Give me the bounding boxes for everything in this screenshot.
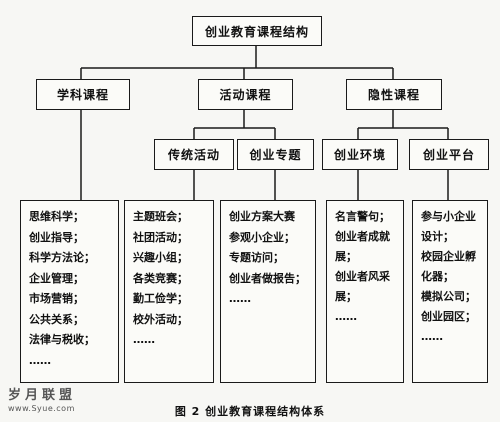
list-item: 参观小企业；	[229, 230, 295, 244]
list-item: 创业方案大赛	[229, 210, 295, 223]
watermark-text: 岁月联盟	[8, 388, 77, 403]
list-item: 公共关系；	[29, 312, 84, 326]
list-item: ……	[29, 353, 51, 367]
watermark: 岁月联盟 www.Syue.com	[8, 384, 98, 413]
node-hidden-courses: 隐性课程	[346, 79, 442, 110]
list-item: ……	[229, 292, 251, 305]
node-activity-label: 活动课程	[219, 88, 272, 102]
list-item: 主题班会；	[133, 210, 188, 223]
list-item: 各类竞赛；	[133, 271, 188, 285]
node-traditional-label: 传统活动	[167, 148, 220, 162]
node-topic-label: 创业专题	[249, 148, 302, 162]
node-hidden-label: 隐性课程	[367, 88, 420, 102]
list-item: 参与小企业设计；	[421, 210, 476, 243]
list-item: 企业管理；	[29, 271, 84, 285]
list-item: 创业指导；	[29, 230, 84, 244]
list-item: 社团活动；	[133, 230, 188, 244]
list-item: 创业者成就展；	[335, 230, 390, 263]
figure-caption: 图 2 创业教育课程结构体系	[174, 405, 326, 418]
node-entrepreneurship-topics: 创业专题	[237, 139, 314, 170]
list-item: 模拟公司；	[421, 290, 476, 303]
list-item: 创业园区；	[421, 310, 476, 323]
list-item: 专题访问；	[229, 251, 284, 264]
node-activity-courses: 活动课程	[198, 79, 293, 110]
list-traditional-activities: 主题班会； 社团活动； 兴趣小组； 各类竞赛； 勤工俭学； 校外活动； ……	[124, 200, 214, 383]
node-subject-label: 学科课程	[56, 88, 109, 102]
list-item: 创业者风采展；	[335, 270, 390, 303]
list-item: 校外活动；	[133, 312, 188, 326]
node-entrepreneurship-environment: 创业环境	[322, 139, 398, 170]
list-item: 思维科学；	[29, 210, 84, 223]
list-subject-courses: 思维科学； 创业指导； 科学方法论； 企业管理； 市场营销； 公共关系； 法律与…	[20, 200, 119, 383]
list-item: ……	[421, 330, 443, 343]
list-entrepreneurship-environment: 名言警句； 创业者成就展； 创业者风采展； ……	[326, 200, 404, 383]
root-title: 创业教育课程结构	[204, 24, 309, 39]
list-item: 创业者做报告；	[229, 271, 306, 285]
root-node: 创业教育课程结构	[192, 16, 322, 46]
list-item: 勤工俭学；	[133, 292, 188, 305]
node-environment-label: 创业环境	[333, 148, 386, 162]
node-platform-label: 创业平台	[422, 148, 475, 162]
watermark-url: www.Syue.com	[8, 404, 75, 413]
list-entrepreneurship-topics: 创业方案大赛 参观小企业； 专题访问； 创业者做报告； ……	[220, 200, 316, 383]
list-item: 市场营销；	[29, 292, 84, 305]
list-item: 校园企业孵化器；	[421, 250, 476, 283]
node-subject-courses: 学科课程	[36, 79, 130, 110]
list-item: 法律与税收；	[29, 333, 95, 346]
list-item: 科学方法论；	[29, 251, 95, 264]
list-item: 名言警句；	[335, 210, 390, 223]
list-item: ……	[133, 333, 155, 346]
node-traditional-activities: 传统活动	[154, 139, 234, 170]
list-item: ……	[335, 310, 357, 323]
list-entrepreneurship-platform: 参与小企业设计； 校园企业孵化器； 模拟公司； 创业园区； ……	[412, 200, 488, 383]
list-item: 兴趣小组；	[133, 251, 188, 264]
node-entrepreneurship-platform: 创业平台	[409, 139, 489, 170]
